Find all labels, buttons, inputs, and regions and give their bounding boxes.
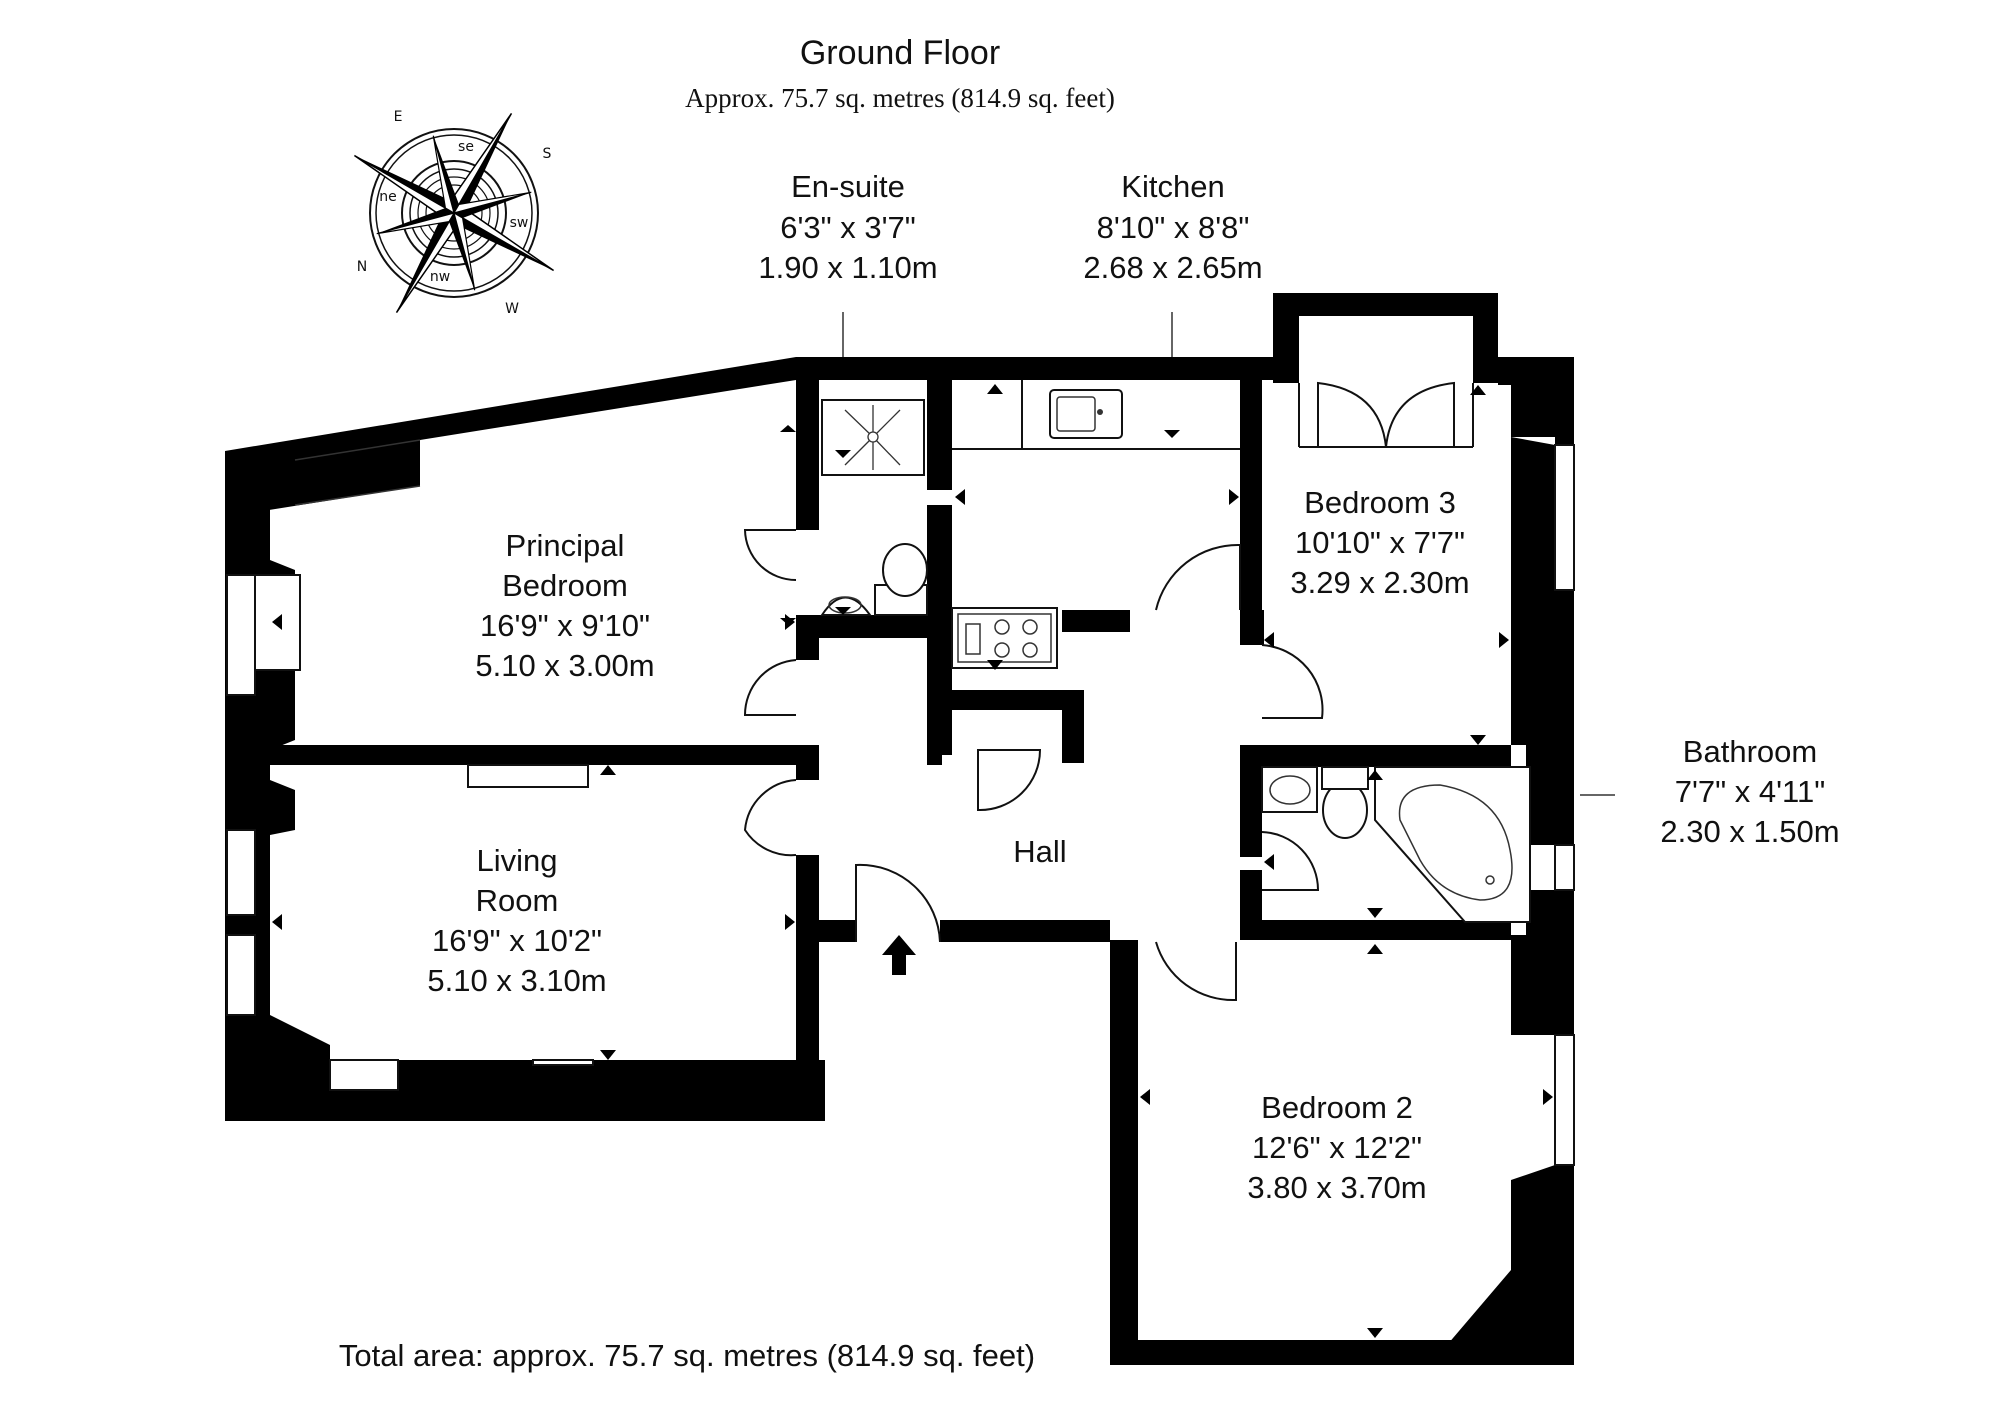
principal-metric: 5.10 x 3.00m [475, 648, 654, 683]
bedroom2-metric: 3.80 x 3.70m [1247, 1170, 1426, 1205]
bathroom-name: Bathroom [1683, 734, 1817, 769]
kitchen-imperial: 8'10" x 8'8" [1097, 210, 1250, 245]
bathroom-metric: 2.30 x 1.50m [1660, 814, 1839, 849]
compass-label-se: se [458, 139, 474, 155]
bedroom2-imperial: 12'6" x 12'2" [1252, 1130, 1422, 1165]
bathroom-imperial: 7'7" x 4'11" [1675, 774, 1825, 809]
ensuite-name: En-suite [791, 169, 905, 204]
living-name-line1: Living [477, 843, 558, 878]
total-area: Total area: approx. 75.7 sq. metres (814… [339, 1338, 1035, 1373]
bedroom3-metric: 3.29 x 2.30m [1290, 565, 1469, 600]
dimension-arrows [272, 384, 1553, 1338]
room-label-principal-bedroom: Principal Bedroom 16'9" x 9'10" 5.10 x 3… [475, 528, 654, 683]
fixtures [254, 380, 1531, 1091]
principal-name-line1: Principal [506, 528, 625, 563]
room-label-ensuite: En-suite 6'3" x 3'7" 1.90 x 1.10m [758, 169, 937, 285]
principal-name-line2: Bedroom [502, 568, 628, 603]
bedroom3-name: Bedroom 3 [1304, 485, 1456, 520]
compass-label-s: S [543, 146, 552, 162]
room-label-bathroom: Bathroom 7'7" x 4'11" 2.30 x 1.50m [1660, 734, 1839, 849]
floor-title: Ground Floor [800, 34, 1000, 72]
room-label-kitchen: Kitchen 8'10" x 8'8" 2.68 x 2.65m [1083, 169, 1262, 285]
compass-label-nw: nw [430, 269, 450, 285]
kitchen-metric: 2.68 x 2.65m [1083, 250, 1262, 285]
entrance-arrow-icon [882, 935, 916, 975]
living-name-line2: Room [476, 883, 559, 918]
windows [226, 444, 1575, 1166]
living-metric: 5.10 x 3.10m [427, 963, 606, 998]
hall-name: Hall [1013, 834, 1066, 869]
room-label-bedroom-2: Bedroom 2 12'6" x 12'2" 3.80 x 3.70m [1247, 1090, 1426, 1205]
room-label-hall: Hall [1013, 834, 1066, 869]
compass-label-ne: ne [379, 189, 397, 205]
living-imperial: 16'9" x 10'2" [432, 923, 602, 958]
floor-area-subtitle: Approx. 75.7 sq. metres (814.9 sq. feet) [685, 83, 1115, 113]
compass-label-sw: sw [510, 215, 529, 231]
ensuite-imperial: 6'3" x 3'7" [780, 210, 916, 245]
kitchen-name: Kitchen [1121, 169, 1224, 204]
ensuite-metric: 1.90 x 1.10m [758, 250, 937, 285]
room-label-living-room: Living Room 16'9" x 10'2" 5.10 x 3.10m [427, 843, 606, 998]
compass-label-e: E [394, 109, 403, 125]
bedroom2-name: Bedroom 2 [1261, 1090, 1413, 1125]
compass-label-w: W [505, 301, 519, 317]
walls [225, 293, 1574, 1365]
bedroom3-imperial: 10'10" x 7'7" [1295, 525, 1465, 560]
doors [743, 529, 1324, 1002]
compass-label-n: N [357, 259, 367, 275]
compass-rose-icon: E S W N se sw nw ne [353, 109, 555, 317]
room-label-bedroom-3: Bedroom 3 10'10" x 7'7" 3.29 x 2.30m [1290, 485, 1469, 600]
principal-imperial: 16'9" x 9'10" [480, 608, 650, 643]
